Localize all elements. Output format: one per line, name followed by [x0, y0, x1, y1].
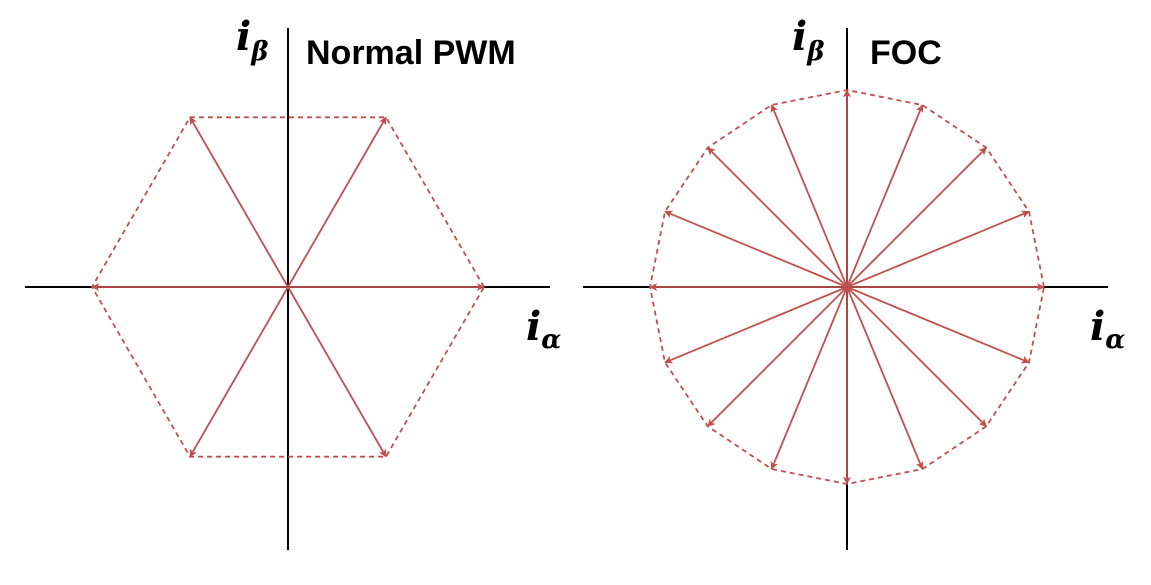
- alpha-axis-label: iα: [1090, 303, 1125, 355]
- beta-axis-label: iβ: [236, 13, 268, 67]
- vector-arrow-2: [846, 147, 987, 288]
- panel-title: Normal PWM: [306, 34, 516, 72]
- panel-foc: FOC iβ iα: [583, 13, 1125, 550]
- vector-arrow-4: [189, 286, 289, 458]
- alpha-axis-label: iα: [526, 303, 561, 355]
- beta-axis-label: iβ: [792, 13, 824, 67]
- vector-arrow-5: [770, 104, 848, 288]
- vector-arrow-11: [770, 286, 848, 470]
- panel-title: FOC: [870, 34, 942, 72]
- vector-arrow-7: [664, 210, 848, 288]
- vector-arrows: [649, 89, 1045, 485]
- vector-arrow-9: [664, 286, 848, 364]
- vector-arrow-15: [846, 286, 1030, 364]
- vector-arrow-14: [846, 286, 987, 427]
- vector-arrow-2: [189, 116, 289, 288]
- vector-arrow-1: [846, 210, 1030, 288]
- vector-arrow-6: [707, 147, 848, 288]
- panel-normal-pwm: Normal PWM iβ iα: [25, 13, 561, 550]
- vector-arrow-13: [846, 286, 924, 470]
- vector-arrows: [91, 116, 485, 458]
- vector-arrow-10: [707, 286, 848, 427]
- vector-arrow-3: [846, 104, 924, 288]
- vector-arrow-5: [287, 286, 387, 458]
- vector-arrow-1: [287, 116, 387, 288]
